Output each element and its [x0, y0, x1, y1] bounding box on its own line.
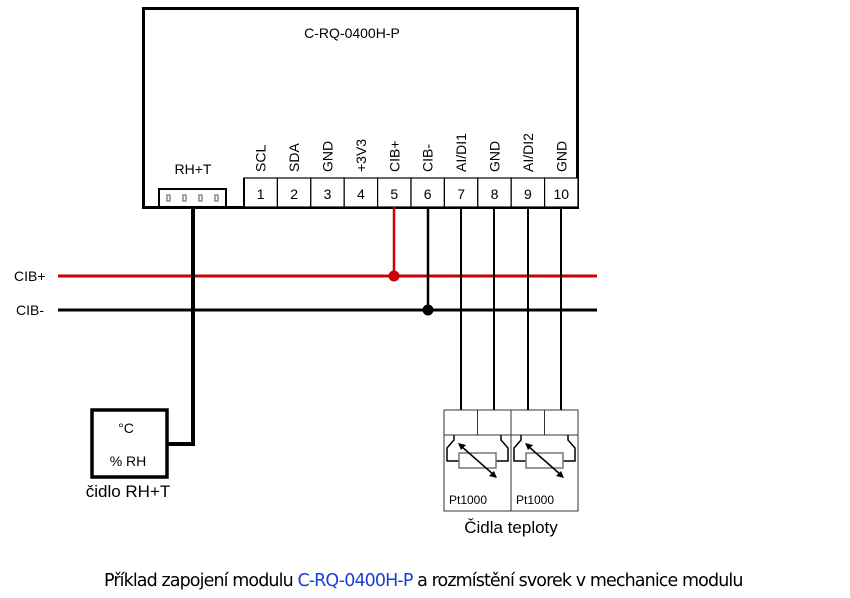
sensor-terminal — [510, 409, 545, 436]
terminal-signal-label: CIB- — [420, 144, 436, 172]
temperature-sensors: Pt1000 Pt1000 — [443, 409, 579, 512]
terminal-strip: 1 SCL 2 SDA 3 GND 4 +3V3 5 CIB+ 6 CIB- 7 AI/DI1 8 GND 9 A… — [243, 133, 579, 208]
sensor-terminal — [544, 409, 579, 436]
terminal-signal-label: AI/DI1 — [453, 133, 469, 172]
terminal-number: 4 — [357, 186, 365, 202]
sensor-type-label: Pt1000 — [449, 493, 487, 507]
rh-t-cable — [167, 207, 195, 446]
terminal-signal-label: SCL — [253, 145, 269, 172]
sensor-lead — [513, 435, 526, 462]
sensor-body — [510, 434, 579, 512]
sensor-lead — [496, 435, 509, 462]
rh-sensor-label: čidlo RH+T — [86, 482, 171, 501]
terminal-5: 5 CIB+ — [377, 140, 412, 208]
variable-arrow-icon — [527, 445, 562, 476]
terminal-signal-label: GND — [487, 141, 503, 172]
terminal-number: 9 — [524, 186, 532, 202]
terminal-number: 7 — [457, 186, 465, 202]
connector-pins — [166, 194, 219, 202]
terminal-signal-label: CIB+ — [386, 140, 402, 172]
connector-label: RH+T — [175, 161, 212, 177]
sensor-terminal — [477, 409, 512, 436]
terminal-cell — [477, 177, 512, 208]
terminal-2: 2 SDA — [276, 143, 312, 208]
terminal-cell — [543, 177, 579, 208]
arrowhead-icon — [556, 471, 564, 478]
sensor-terminal — [443, 409, 478, 436]
terminal-number: 5 — [390, 186, 398, 202]
terminal-6: 6 CIB- — [410, 144, 446, 208]
cib-minus-junction — [422, 304, 434, 316]
terminal-signal-label: GND — [320, 141, 336, 172]
pt1000-sensor: Pt1000 — [443, 409, 512, 512]
terminal-number: 2 — [290, 186, 298, 202]
arrowhead-icon — [458, 443, 466, 450]
rh-sensor-rh-unit: % RH — [110, 453, 147, 469]
pt1000-sensor: Pt1000 — [510, 409, 579, 512]
temp-sensors-label: Čidla teploty — [464, 518, 558, 537]
module-body — [142, 7, 579, 209]
terminal-number: 8 — [491, 186, 499, 202]
caption-module-name: C-RQ-0400H-P — [297, 571, 413, 591]
bus-plus-label: CIB+ — [14, 268, 46, 284]
sensor-lead — [446, 435, 459, 462]
terminal-cell — [276, 177, 312, 208]
terminal-signal-label: +3V3 — [353, 139, 369, 172]
arrowhead-icon — [489, 471, 497, 478]
variable-arrow-icon — [460, 445, 495, 476]
cib-plus-junction — [388, 270, 400, 282]
terminal-number: 3 — [324, 186, 332, 202]
terminal-8: 8 GND — [477, 141, 512, 208]
terminal-7: 7 AI/DI1 — [443, 133, 479, 208]
sensor-wires — [460, 207, 562, 410]
sensor-lead — [563, 435, 576, 462]
rh-sensor-temp-unit: °C — [118, 420, 134, 436]
terminal-number: 6 — [424, 186, 432, 202]
arrowhead-icon — [525, 443, 533, 450]
terminal-cell — [410, 177, 446, 208]
caption-suffix: a rozmístění svorek v mechanice modulu — [412, 571, 743, 591]
module-title: C-RQ-0400H-P — [304, 25, 400, 41]
terminal-number: 10 — [554, 186, 570, 202]
bus-minus-label: CIB- — [16, 302, 44, 318]
terminal-signal-label: SDA — [286, 143, 302, 172]
caption-prefix: Příklad zapojení modulu — [104, 571, 298, 591]
sensor-type-label: Pt1000 — [516, 493, 554, 507]
figure-caption: Příklad zapojení modulu C-RQ-0400H-P a r… — [104, 571, 850, 591]
terminal-signal-label: AI/DI2 — [520, 133, 536, 172]
terminal-4: 4 +3V3 — [343, 139, 379, 208]
rh-t-sensor-box — [90, 408, 169, 479]
terminal-number: 1 — [257, 186, 265, 202]
terminal-signal-label: GND — [553, 141, 569, 172]
terminal-10: 10 GND — [543, 141, 579, 208]
